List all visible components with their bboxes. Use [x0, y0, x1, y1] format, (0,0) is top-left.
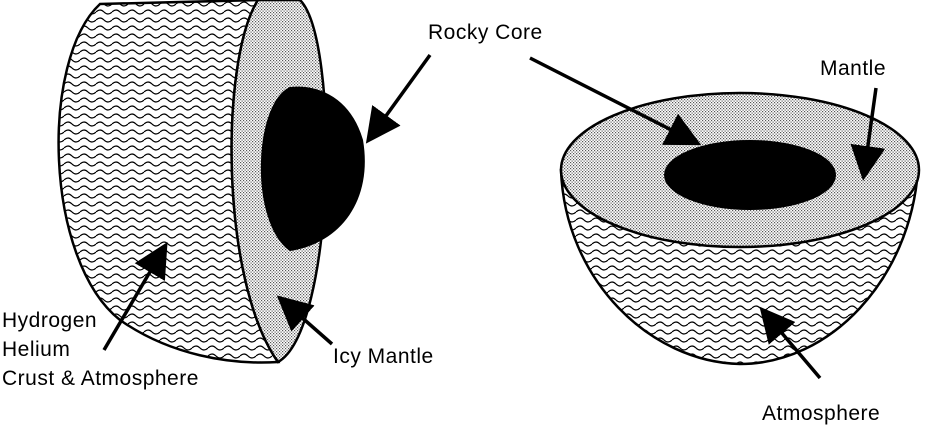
rocky-core-label: Rocky Core — [428, 22, 543, 43]
arrow-to-left-core — [370, 55, 430, 138]
right-rocky-core — [664, 140, 836, 210]
left-rocky-core — [262, 88, 364, 250]
icy-mantle-label: Icy Mantle — [333, 346, 434, 367]
left-planet-cutaway — [59, 0, 364, 363]
crust-atmosphere-label: Crust & Atmosphere — [2, 368, 199, 389]
right-atmosphere-label: Atmosphere — [762, 403, 880, 424]
left-atmosphere-label-group: Hydrogen Helium Crust & Atmosphere — [2, 310, 199, 397]
mantle-label: Mantle — [820, 58, 886, 79]
helium-label: Helium — [2, 339, 199, 360]
hydrogen-label: Hydrogen — [2, 310, 199, 331]
right-planet-hemisphere — [561, 93, 919, 364]
